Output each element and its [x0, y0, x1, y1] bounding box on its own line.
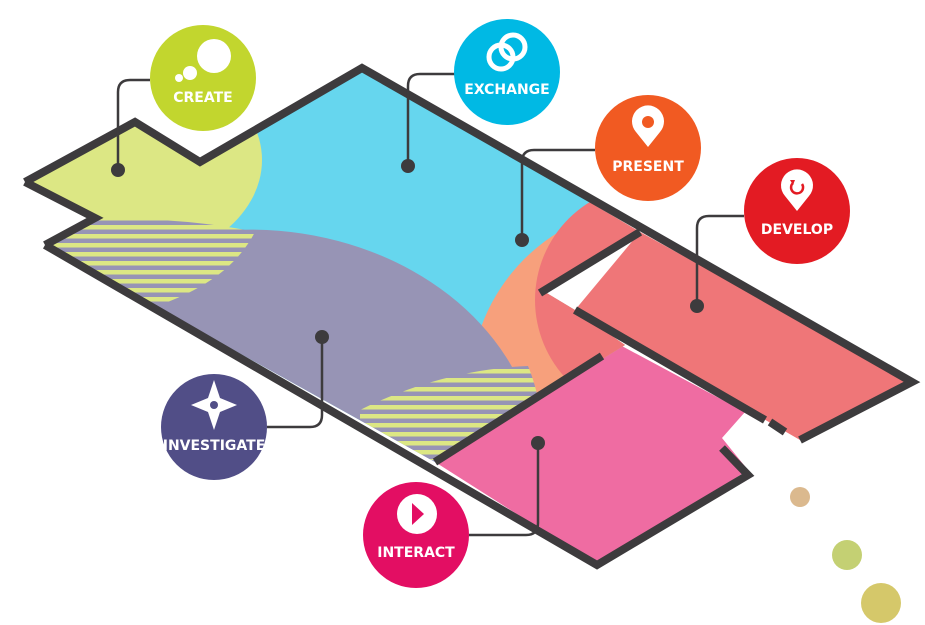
- refresh-pin-icon: [780, 169, 813, 211]
- stage-create[interactable]: CREATE: [150, 25, 256, 131]
- stage-exchange[interactable]: EXCHANGE: [454, 19, 560, 125]
- bubbles-icon: [175, 39, 231, 82]
- walls: [23, 63, 921, 570]
- stage-investigate[interactable]: INVESTIGATE: [161, 374, 267, 480]
- decor-dot: [790, 487, 810, 507]
- stage-label: EXCHANGE: [464, 82, 549, 98]
- room-develop: [575, 232, 912, 440]
- stage-interact[interactable]: INTERACT: [363, 482, 469, 588]
- connectors: [116, 72, 744, 537]
- stage-label: INTERACT: [377, 545, 455, 561]
- map-pin-icon: [631, 105, 664, 147]
- decor-dot: [832, 540, 862, 570]
- stage-label: DEVELOP: [761, 222, 833, 238]
- stage-label: PRESENT: [612, 159, 684, 175]
- decor-dot: [861, 583, 901, 623]
- room-interact: [435, 345, 748, 565]
- stage-present[interactable]: PRESENT: [595, 95, 701, 201]
- overlapping-circles-icon: [486, 32, 528, 72]
- stage-label: CREATE: [173, 90, 232, 106]
- compass-icon: [191, 380, 237, 430]
- play-icon: [397, 494, 437, 534]
- stage-label: INVESTIGATE: [163, 438, 266, 454]
- stage-develop[interactable]: DEVELOP: [744, 158, 850, 264]
- connector-dots: [111, 159, 704, 450]
